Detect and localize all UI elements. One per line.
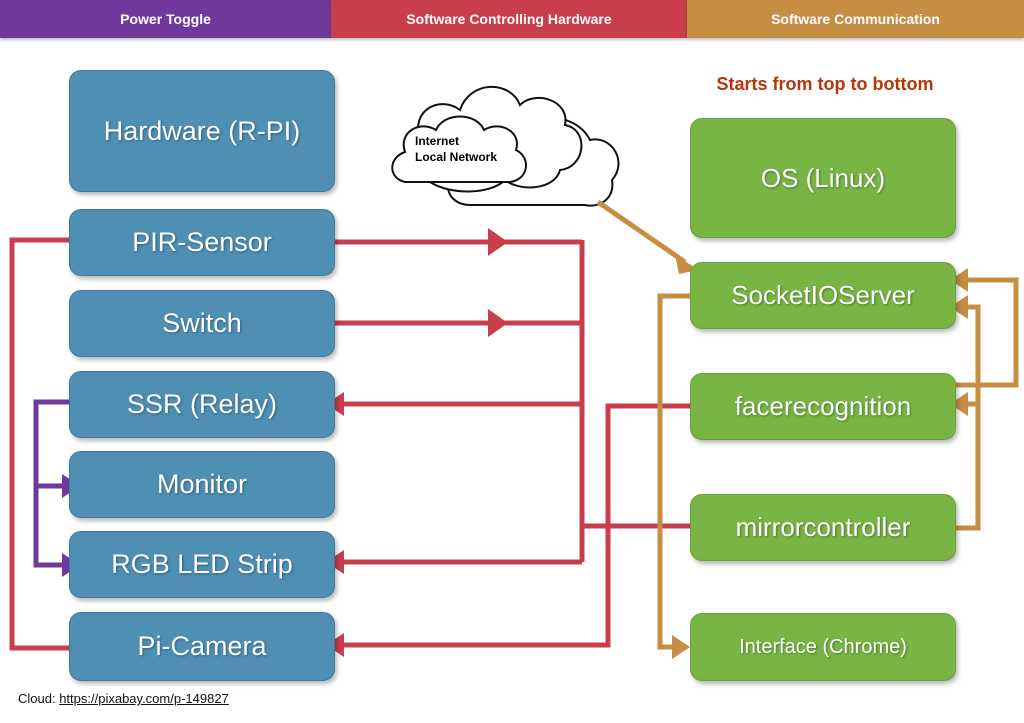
legend-bar: Power Toggle Software Controlling Hardwa… [0,0,1024,38]
line-pir-switch-to-bus [334,239,585,562]
line-face-to-socket [954,277,1019,388]
line-socket-to-interface [657,293,690,650]
arrow-camera-right [326,633,344,657]
line-mirror-to-socket-face [954,304,981,531]
line-cloud-to-socket [596,199,687,265]
credit-link[interactable]: https://pixabay.com/p-149827 [59,691,229,706]
legend-software-communication: Software Communication [687,0,1024,38]
facerecognition-box: facerecognition [690,373,956,440]
arrow-interface [672,635,690,659]
monitor-box: Monitor [69,451,335,518]
arrow-rgb [326,550,344,574]
ssr-relay-box: SSR (Relay) [69,371,335,438]
legend-power-toggle: Power Toggle [0,0,331,38]
cloud-label-internet: Internet [415,134,460,148]
mirrorcontroller-box: mirrorcontroller [690,494,956,561]
credit-label: Cloud: [18,691,60,706]
arrow-switch [488,309,508,337]
cloud-label-local-network: Local Network [415,150,498,164]
pir-sensor-box: PIR-Sensor [69,209,335,276]
pi-camera-box: Pi-Camera [69,612,335,681]
cloud-label: Internet Local Network [415,133,497,165]
line-power-toggle [33,399,70,568]
arrow-face-mirror [950,392,968,416]
legend-software-controlling-hardware: Software Controlling Hardware [331,0,687,38]
cloud-credit: Cloud: https://pixabay.com/p-149827 [18,691,229,706]
line-pir-to-camera [9,237,70,651]
os-linux-box: OS (Linux) [690,118,956,238]
cloud-icon [391,85,620,207]
arrow-pir [488,228,508,256]
subtitle: Starts from top to bottom [716,74,934,94]
line-bus-to-ssr-rgb [344,401,582,565]
hardware-header-box: Hardware (R-PI) [69,70,335,192]
socketioserver-box: SocketIOServer [690,262,956,329]
arrow-socket-face [950,268,968,292]
rgb-led-strip-box: RGB LED Strip [69,531,335,598]
arrow-ssr [326,392,344,416]
interface-chrome-box: Interface (Chrome) [690,613,956,681]
arrow-socket-mirror [950,295,968,319]
switch-box: Switch [69,290,335,357]
